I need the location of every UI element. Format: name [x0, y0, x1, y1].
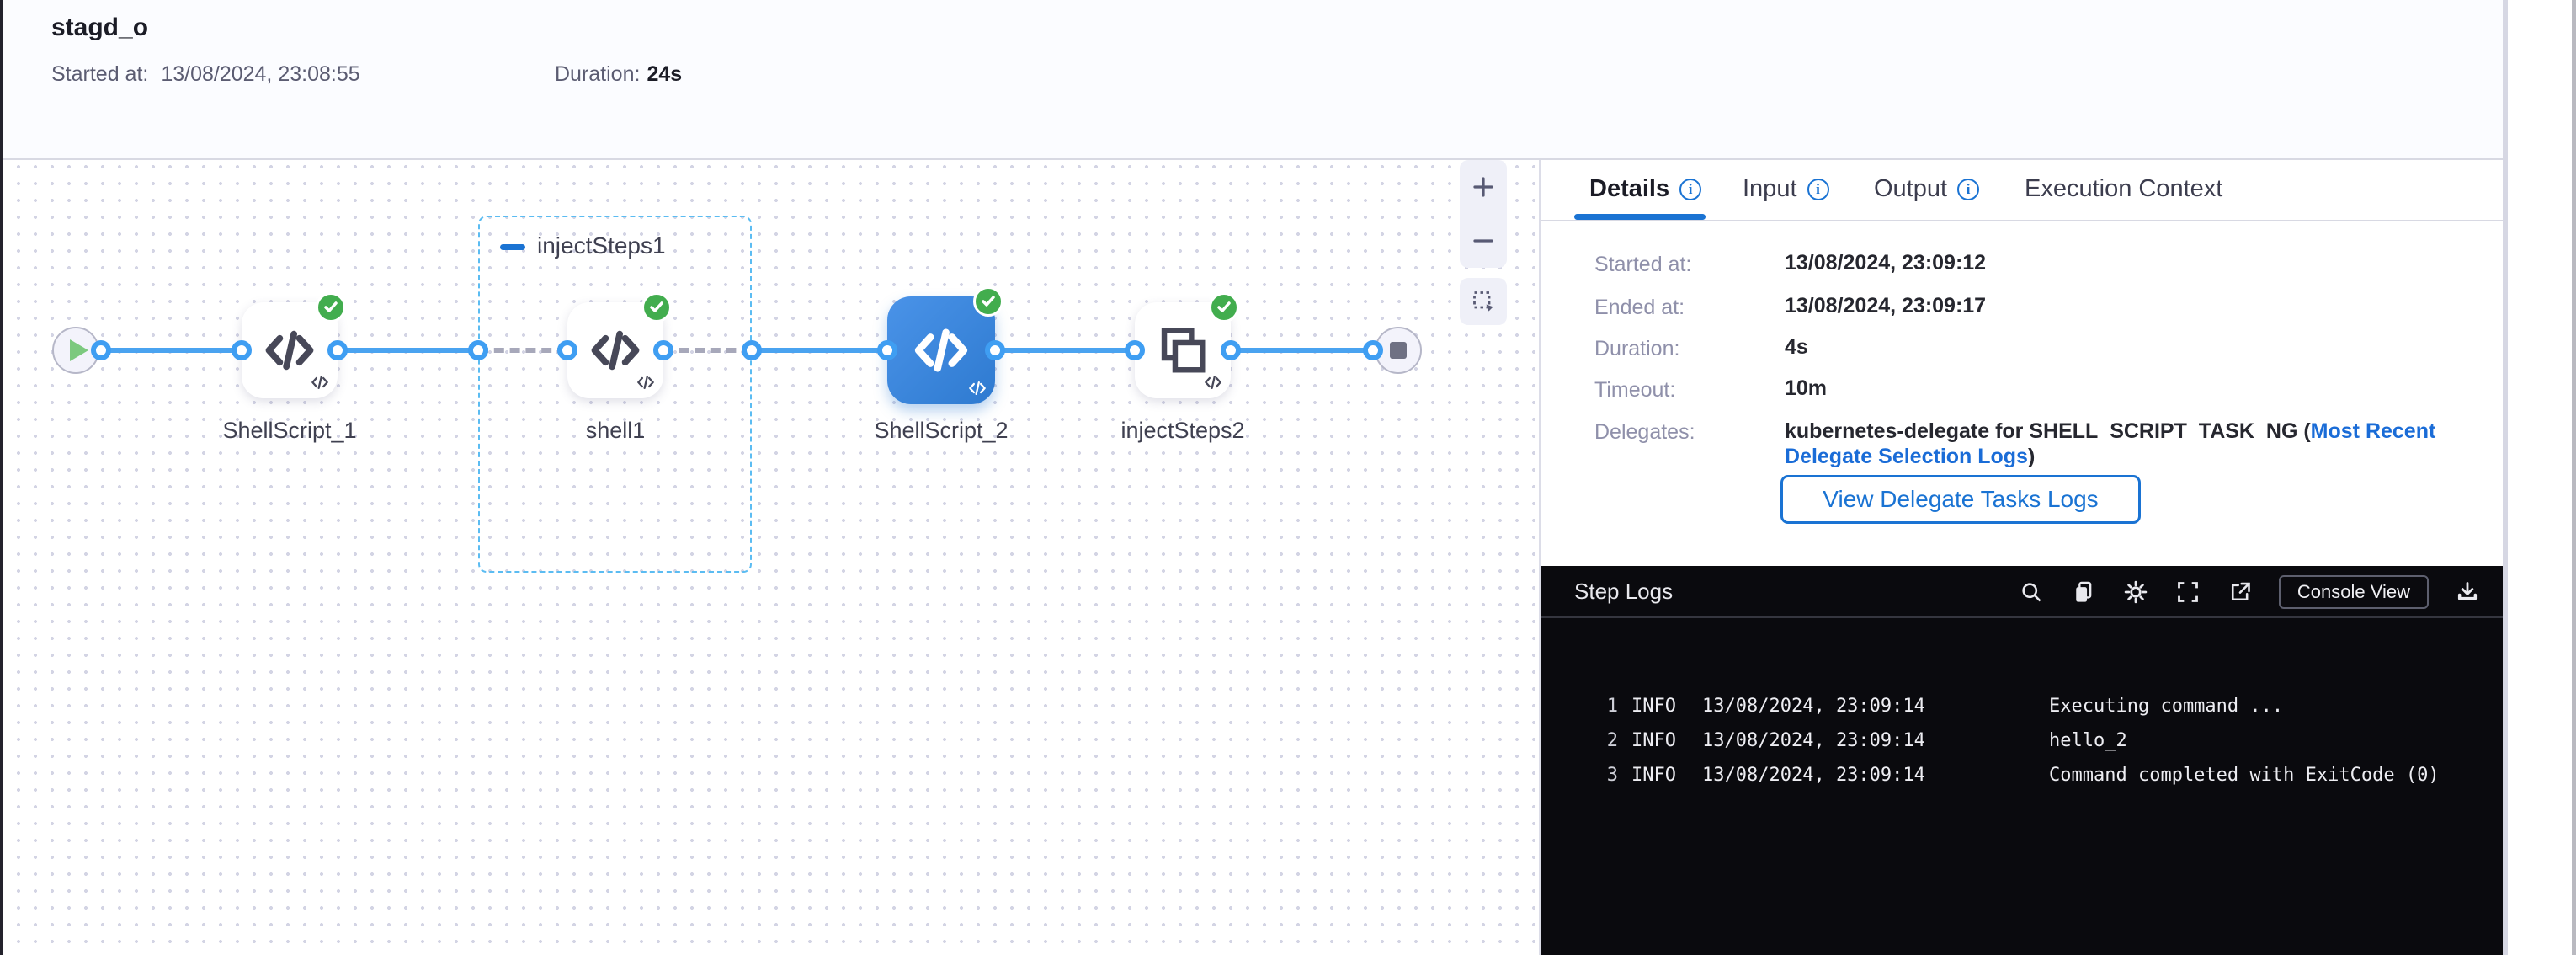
- step-node-injectsteps2[interactable]: [1135, 292, 1239, 398]
- code-icon: [265, 330, 314, 371]
- step-label: shell1: [585, 418, 646, 443]
- info-icon[interactable]: i: [1957, 178, 1980, 200]
- info-icon[interactable]: i: [1679, 178, 1702, 200]
- log-line: 1 INFO 13/08/2024, 23:09:14 Executing co…: [1606, 696, 2284, 717]
- search-icon[interactable]: [2018, 579, 2045, 606]
- left-nav-edge: [0, 0, 3, 955]
- tab-output[interactable]: Output i: [1874, 175, 1980, 203]
- connector-port: [877, 340, 897, 360]
- stop-icon: [1390, 342, 1407, 359]
- detail-value: 13/08/2024, 23:09:17: [1785, 294, 1987, 317]
- connector-port: [557, 340, 577, 360]
- step-logs-header: Step Logs: [1541, 566, 2504, 618]
- info-icon[interactable]: i: [1807, 178, 1829, 200]
- step-node-shellscript-1[interactable]: [242, 292, 346, 398]
- code-mini-icon: [311, 375, 328, 390]
- duration-text: Duration:24s: [555, 62, 683, 86]
- log-line: 2 INFO 13/08/2024, 23:09:14 hello_2: [1606, 730, 2127, 751]
- fullscreen-icon[interactable]: [2174, 579, 2201, 606]
- connector-port: [468, 340, 488, 360]
- delegates-value: kubernetes-delegate for SHELL_SCRIPT_TAS…: [1785, 419, 2436, 468]
- delegates-label: Delegates:: [1594, 420, 1695, 444]
- connector-port: [232, 340, 252, 360]
- connector-line: [101, 348, 242, 353]
- step-node-shell1[interactable]: [567, 292, 672, 398]
- marquee-select-icon: [1473, 291, 1493, 312]
- log-line: 3 INFO 13/08/2024, 23:09:14 Command comp…: [1606, 765, 2440, 786]
- detail-label: Timeout:: [1594, 378, 1676, 402]
- collapse-group-icon[interactable]: [500, 244, 525, 250]
- step-label: ShellScript_2: [874, 418, 1009, 443]
- connector-port: [742, 340, 762, 360]
- console-view-button[interactable]: Console View: [2278, 575, 2429, 609]
- step-details-panel: Details i Input i Output i Execution Con…: [1539, 160, 2504, 955]
- connector-line: [1231, 348, 1373, 353]
- connector-line-dashed: [663, 348, 752, 353]
- step-logs-toolbar: Console View: [2018, 566, 2481, 618]
- download-icon[interactable]: [2454, 579, 2481, 606]
- code-mini-icon: [637, 375, 654, 390]
- zoom-controls: [1460, 160, 1507, 268]
- external-link-icon[interactable]: [2227, 579, 2254, 606]
- gear-icon[interactable]: [2122, 579, 2149, 606]
- connector-line-dashed: [478, 348, 567, 353]
- step-node-shellscript-2-selected[interactable]: [887, 286, 1003, 404]
- active-tab-indicator: [1574, 214, 1706, 220]
- stage-header: stagd_o Started at: 13/08/2024, 23:08:55…: [3, 0, 2503, 160]
- detail-tabs: Details i Input i Output i Execution Con…: [1541, 160, 2503, 221]
- success-check-icon: [641, 292, 672, 323]
- tab-execution-context[interactable]: Execution Context: [2025, 175, 2223, 202]
- page-scrollbar-gutter[interactable]: [2503, 0, 2576, 955]
- code-icon: [591, 330, 640, 371]
- group-label: injectSteps1: [537, 232, 666, 259]
- connector-port: [327, 340, 348, 360]
- connector-line: [338, 348, 478, 353]
- connector-line: [995, 348, 1135, 353]
- detail-value: 4s: [1785, 335, 1808, 359]
- detail-label: Duration:: [1594, 337, 1680, 360]
- success-check-icon: [973, 286, 1003, 317]
- marquee-select-button[interactable]: [1460, 278, 1507, 325]
- connector-port: [985, 340, 1005, 360]
- started-at-text: Started at: 13/08/2024, 23:08:55: [51, 62, 360, 86]
- detail-value: 10m: [1785, 376, 1828, 400]
- play-icon: [69, 339, 88, 361]
- code-mini-icon: [1205, 375, 1221, 390]
- connector-line: [752, 348, 887, 353]
- detail-label: Started at:: [1594, 253, 1692, 276]
- stage-title: stagd_o: [51, 13, 149, 41]
- tab-input[interactable]: Input i: [1743, 175, 1829, 203]
- copy-steps-icon: [1161, 328, 1206, 373]
- zoom-in-icon: [1473, 177, 1493, 197]
- view-delegate-tasks-logs-button[interactable]: View Delegate Tasks Logs: [1780, 475, 2141, 524]
- detail-value: 13/08/2024, 23:09:12: [1785, 251, 1987, 275]
- success-check-icon: [316, 292, 346, 323]
- connector-port: [1221, 340, 1241, 360]
- code-mini-icon: [969, 381, 986, 396]
- step-label: ShellScript_1: [222, 418, 357, 443]
- tab-details[interactable]: Details i: [1589, 175, 1702, 203]
- connector-port: [91, 340, 111, 360]
- step-logs-console: Step Logs: [1541, 566, 2504, 955]
- detail-label: Ended at:: [1594, 296, 1685, 319]
- zoom-out-button[interactable]: [1460, 214, 1507, 268]
- connector-port: [1363, 340, 1383, 360]
- connector-port: [1125, 340, 1145, 360]
- zoom-out-icon: [1473, 239, 1493, 243]
- connector-port: [653, 340, 673, 360]
- step-label: injectSteps2: [1120, 418, 1245, 443]
- success-check-icon: [1209, 292, 1239, 323]
- delegate-selection-logs-link[interactable]: Most Recent Delegate Selection Logs: [1785, 419, 2436, 468]
- zoom-in-button[interactable]: [1460, 160, 1507, 214]
- step-group-injectSteps1[interactable]: injectSteps1: [478, 216, 752, 573]
- step-logs-title: Step Logs: [1574, 578, 1674, 604]
- pipeline-canvas[interactable]: injectSteps1: [3, 160, 1539, 955]
- code-icon: [914, 328, 968, 372]
- copy-icon[interactable]: [2070, 579, 2097, 606]
